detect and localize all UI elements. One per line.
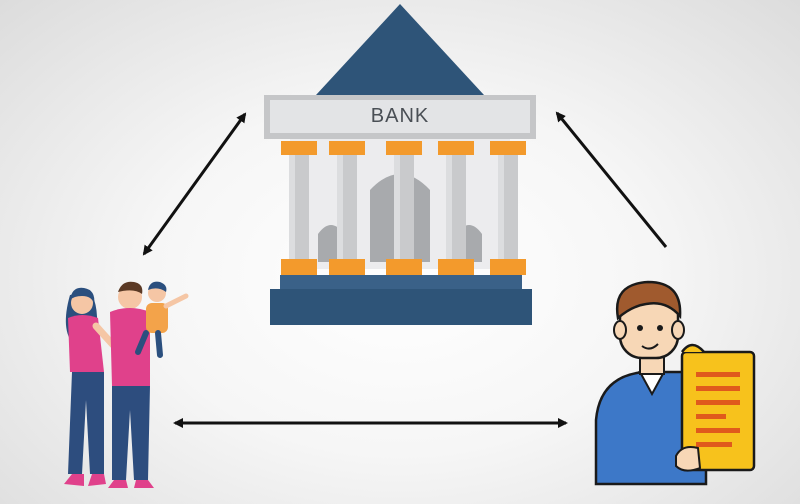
document-icon bbox=[680, 343, 756, 472]
arrow-family-bank bbox=[142, 112, 247, 256]
bank-column bbox=[329, 141, 365, 275]
merchant-hand bbox=[675, 446, 702, 472]
bank-label: BANK bbox=[370, 105, 430, 127]
bank-column bbox=[281, 141, 317, 275]
arrow-merchant-bank bbox=[555, 111, 668, 248]
bank-column bbox=[490, 141, 526, 275]
bank-sign-inner bbox=[270, 100, 530, 133]
bank-roof bbox=[316, 4, 484, 95]
bank-step-bottom bbox=[270, 289, 532, 325]
child-figure bbox=[135, 281, 189, 358]
bank-step-top bbox=[280, 275, 522, 289]
bank-building-icon bbox=[264, 4, 536, 325]
man-with-document-icon bbox=[594, 280, 756, 486]
merchant-hair bbox=[615, 280, 682, 321]
man-figure bbox=[108, 281, 154, 488]
family-icon bbox=[64, 281, 189, 488]
bank-column bbox=[438, 141, 474, 275]
woman-figure bbox=[64, 287, 124, 486]
bank-column bbox=[386, 141, 422, 275]
